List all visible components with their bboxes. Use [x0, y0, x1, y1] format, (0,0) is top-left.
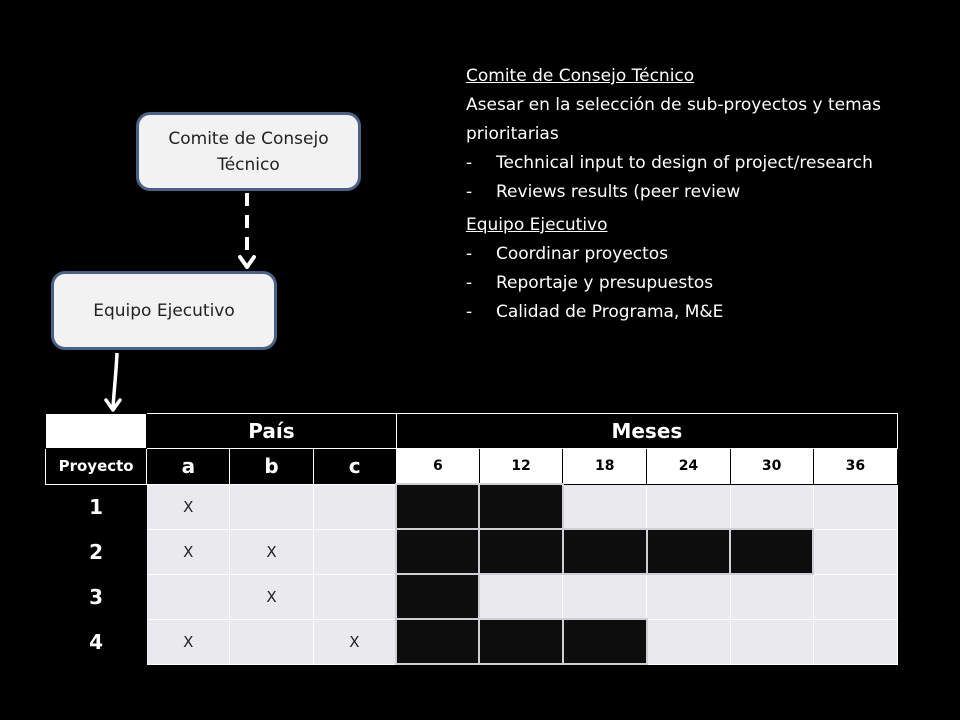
bullet-dash: - — [466, 244, 473, 264]
equipo-note-item: - Calidad de Programa, M&E — [466, 298, 946, 327]
header-corner — [44, 413, 148, 449]
month-cell-active — [645, 528, 732, 575]
month-cell-empty — [562, 573, 648, 620]
month-cell-active — [395, 483, 481, 530]
bullet-dash: - — [466, 182, 473, 202]
consejo-note-text: Reviews results (peer review — [496, 182, 741, 202]
month-cell-active — [561, 528, 648, 575]
month-header: 24 — [646, 448, 731, 485]
solid-connector — [111, 352, 119, 409]
month-header: 12 — [478, 448, 564, 485]
consejo-note-text: Technical input to design of project/res… — [496, 153, 873, 173]
equipo-note-item: - Coordinar proyectos — [466, 240, 946, 269]
country-mark-cell: X — [146, 483, 231, 530]
equipo-box: Equipo Ejecutivo — [51, 271, 277, 350]
project-number: 1 — [44, 483, 148, 530]
month-cell-active — [395, 528, 481, 575]
consejo-box-label: Comite de Consejo Técnico — [168, 128, 329, 175]
month-cell-empty — [646, 618, 731, 665]
equipo-note-text: Coordinar proyectos — [496, 244, 669, 264]
equipo-notes-title: Equipo Ejecutivo — [466, 215, 608, 235]
month-cell-empty — [478, 573, 564, 620]
dashed-arrowhead — [238, 255, 256, 269]
month-cell-empty — [729, 573, 814, 620]
month-cell-active — [478, 483, 564, 530]
equipo-note-item: - Reportaje y presupuestos — [466, 269, 946, 298]
country-mark-cell: X — [229, 528, 314, 575]
month-cell-empty — [812, 483, 899, 530]
project-number: 2 — [44, 528, 148, 575]
month-cell-empty — [812, 573, 899, 620]
country-mark-cell: X — [146, 618, 231, 665]
consejo-note-item: - Technical input to design of project/r… — [466, 149, 946, 178]
equipo-note-text: Calidad de Programa, M&E — [496, 302, 724, 322]
month-cell-active — [478, 618, 564, 665]
month-cell-empty — [812, 618, 899, 665]
bullet-dash: - — [466, 273, 473, 293]
project-number: 3 — [44, 573, 148, 620]
month-cell-empty — [646, 573, 731, 620]
country-mark-cell — [312, 573, 397, 620]
equipo-note-text: Reportaje y presupuestos — [496, 273, 714, 293]
proyecto-label: Proyecto — [44, 448, 148, 485]
project-number: 4 — [44, 618, 148, 665]
consejo-notes-title: Comite de Consejo Técnico — [466, 66, 695, 86]
month-cell-active — [478, 528, 564, 575]
month-cell-active — [729, 528, 815, 575]
month-cell-empty — [729, 618, 814, 665]
country-mark-cell — [146, 573, 231, 620]
country-mark-cell — [312, 483, 397, 530]
country-mark-cell — [229, 618, 314, 665]
equipo-box-label: Equipo Ejecutivo — [93, 300, 235, 321]
country-mark-cell: X — [229, 573, 314, 620]
country-mark-cell: X — [312, 618, 397, 665]
country-mark-cell — [229, 483, 314, 530]
consejo-box: Comite de Consejo Técnico — [136, 112, 361, 191]
header-meses: Meses — [395, 413, 899, 449]
project-schedule-table: País Meses Proyecto a b c 6 12 18 24 30 … — [44, 413, 899, 665]
month-cell-active — [395, 618, 481, 665]
month-header: 18 — [562, 448, 648, 485]
header-pais: País — [146, 413, 397, 449]
country-mark-cell: X — [146, 528, 231, 575]
consejo-note-item: - Reviews results (peer review — [466, 178, 946, 207]
country-header: a — [146, 448, 231, 485]
month-cell-empty — [812, 528, 899, 575]
month-cell-active — [395, 573, 481, 620]
month-header: 36 — [812, 448, 899, 485]
month-cell-empty — [646, 483, 731, 530]
notes-panel: Comite de Consejo Técnico Asesar en la s… — [466, 62, 946, 327]
country-mark-cell — [312, 528, 397, 575]
country-header: c — [312, 448, 397, 485]
country-header: b — [229, 448, 314, 485]
solid-arrowhead — [104, 398, 122, 412]
consejo-notes-intro: Asesar en la selección de sub-proyectos … — [466, 95, 881, 144]
month-header: 6 — [395, 448, 480, 485]
month-cell-active — [561, 618, 648, 665]
month-cell-empty — [729, 483, 814, 530]
bullet-dash: - — [466, 302, 473, 322]
month-cell-empty — [562, 483, 648, 530]
month-header: 30 — [729, 448, 814, 485]
bullet-dash: - — [466, 153, 473, 173]
